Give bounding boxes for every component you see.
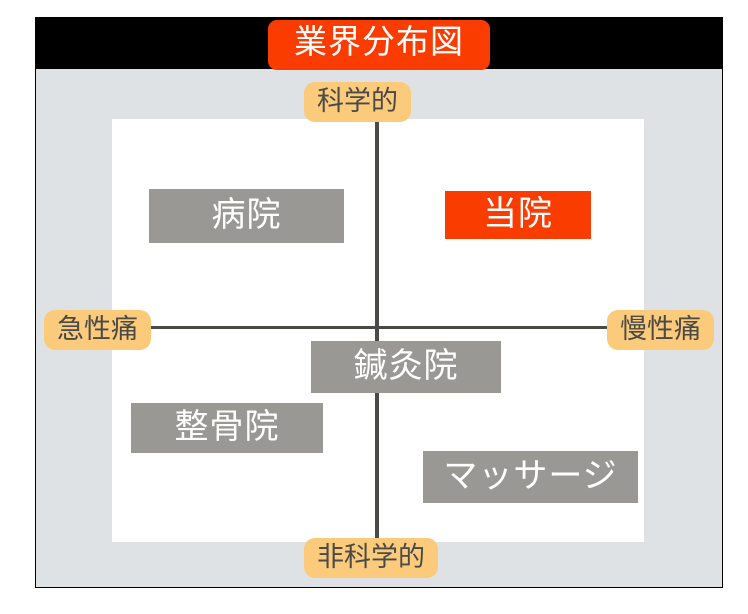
item-box-our-clinic: 当院 bbox=[445, 191, 591, 239]
vertical-axis-line bbox=[375, 113, 379, 563]
axis-label-top: 科学的 bbox=[304, 82, 411, 122]
item-box-massage: マッサージ bbox=[423, 451, 638, 503]
title-bar: 業界分布図 bbox=[36, 18, 722, 70]
axis-label-right: 慢性痛 bbox=[607, 310, 714, 350]
horizontal-axis-line bbox=[117, 326, 679, 329]
item-box-osteopathic-clinic: 整骨院 bbox=[131, 403, 323, 453]
item-box-hospital: 病院 bbox=[149, 189, 344, 243]
item-box-acupuncture-clinic: 鍼灸院 bbox=[311, 341, 501, 393]
axis-label-left: 急性痛 bbox=[44, 310, 151, 350]
axis-label-bottom: 非科学的 bbox=[304, 538, 438, 578]
diagram-panel: 業界分布図 科学的 非科学的 急性痛 慢性痛 病院 当院 鍼灸院 整骨院 マッサ… bbox=[35, 17, 723, 588]
page-title: 業界分布図 bbox=[268, 20, 490, 70]
